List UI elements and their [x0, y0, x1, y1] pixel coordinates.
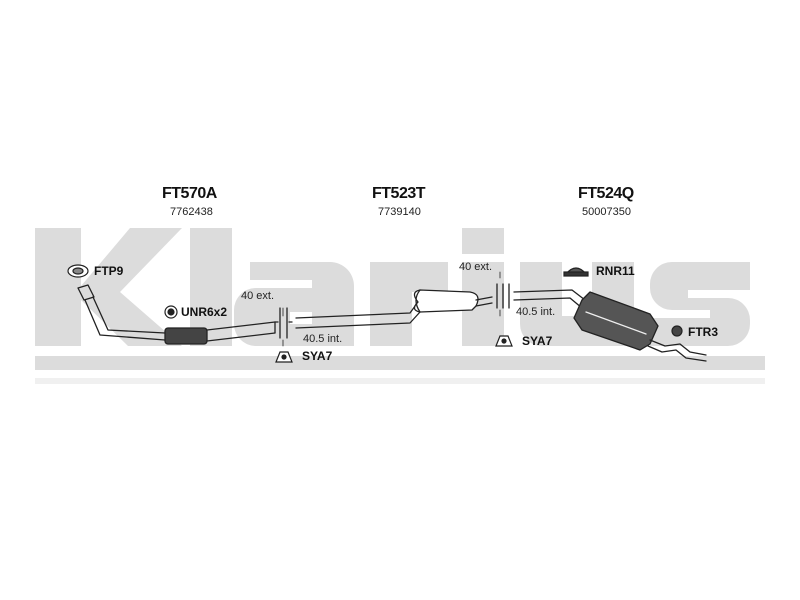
oem-number-front: 7762438 — [170, 206, 213, 218]
part-code-centre: FT523T — [372, 185, 426, 202]
oem-number-centre: 7739140 — [378, 206, 421, 218]
label-sya7-front: SYA7 — [302, 349, 333, 363]
unr6x2-clamp-icon — [164, 305, 178, 319]
measure-ext-1: 40 ext. — [241, 290, 275, 302]
ftr3-ring-icon — [671, 325, 683, 337]
centre-pipe — [295, 289, 493, 329]
joint-1 — [274, 307, 293, 347]
oem-number-rear: 50007350 — [582, 206, 631, 218]
label-ftp9: FTP9 — [94, 264, 124, 278]
sya7-mount-icon-b — [495, 335, 513, 347]
ftp9-gasket-icon — [67, 264, 89, 278]
part-code-rear: FT524Q — [578, 185, 634, 202]
rear-section — [513, 289, 707, 362]
measure-int-1: 40.5 int. — [303, 333, 343, 345]
label-ftr3: FTR3 — [688, 325, 718, 339]
label-unr6x2: UNR6x2 — [181, 305, 228, 319]
sya7-mount-icon-a — [275, 351, 293, 363]
part-code-front: FT570A — [162, 185, 217, 202]
measure-int-2: 40.5 int. — [516, 306, 556, 318]
rnr11-hanger-icon — [563, 267, 589, 277]
joint-2 — [496, 271, 510, 317]
label-sya7-rear: SYA7 — [522, 334, 553, 348]
label-rnr11: RNR11 — [596, 264, 635, 278]
measure-ext-2: 40 ext. — [459, 261, 493, 273]
front-downpipe — [77, 284, 276, 345]
